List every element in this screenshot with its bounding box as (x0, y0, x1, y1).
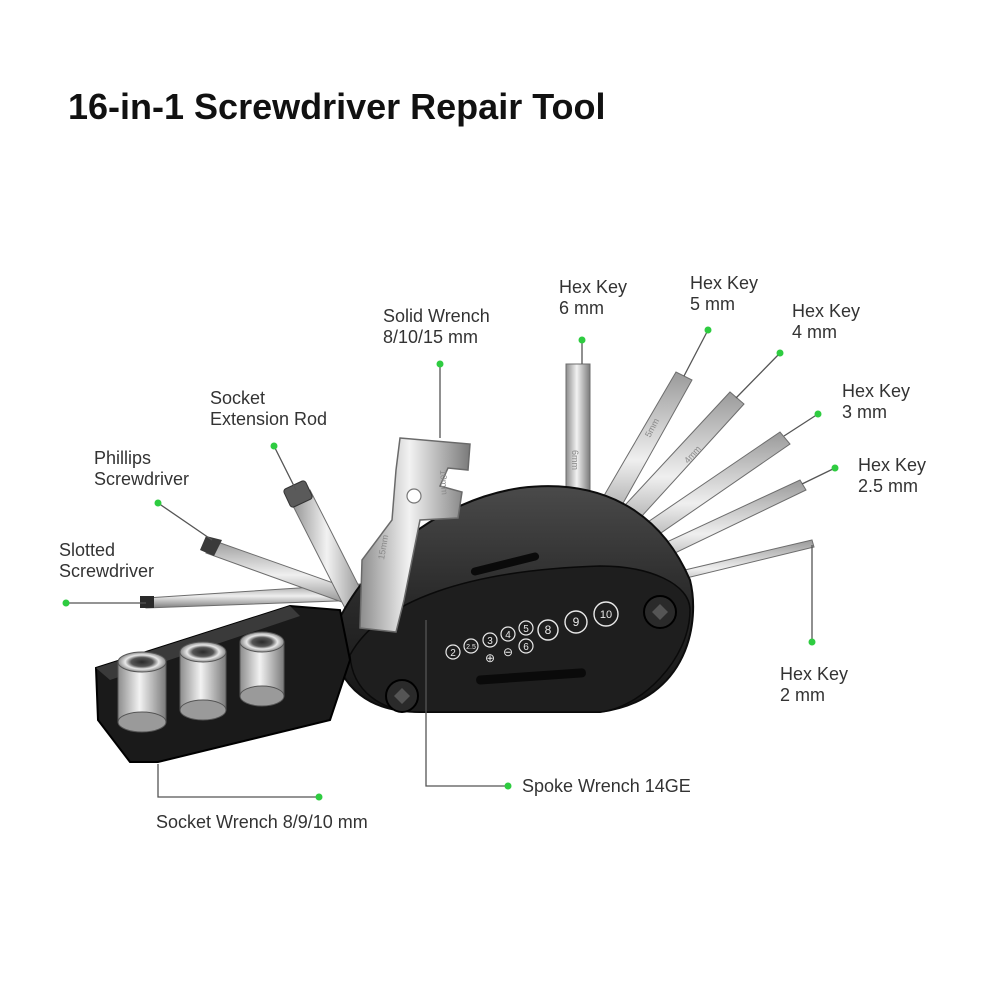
label-line: 3 mm (842, 402, 887, 422)
label-phillips-screwdriver: Phillips Screwdriver (94, 448, 189, 490)
label-line: Slotted (59, 540, 116, 560)
callout-dot-hex6 (578, 336, 586, 344)
label-line: Socket (210, 388, 266, 408)
label-hex-key-6mm: Hex Key 6 mm (559, 277, 627, 319)
engraving-15mm: 15mm (376, 534, 390, 560)
engraving-6mm: 6mm (570, 450, 580, 470)
label-spoke-wrench: Spoke Wrench 14GE (522, 776, 691, 796)
callout-dots (62, 326, 839, 801)
label-line: Hex Key (559, 277, 628, 297)
label-line: Screwdriver (59, 561, 155, 581)
label-line: 4 mm (792, 322, 837, 342)
label-line: Phillips (94, 448, 152, 468)
callout-line-hex3 (783, 413, 819, 437)
callout-dot-hex4 (776, 349, 784, 357)
socket-9mm (179, 641, 227, 721)
label-line: Hex Key (780, 664, 849, 684)
spoke-size: 5 (523, 624, 529, 635)
callout-dot-hex3 (814, 410, 822, 418)
label-hex-key-3mm: Hex Key 3 mm (842, 381, 910, 423)
spoke-size: 2 (450, 648, 456, 659)
page-title: 16-in-1 Screwdriver Repair Tool (68, 86, 606, 127)
label-line: 5 mm (690, 294, 735, 314)
callout-dot-phillips (154, 499, 162, 507)
engraving-10mm: 10mm (438, 469, 450, 495)
label-hex-key-4mm: Hex Key 4 mm (792, 301, 860, 343)
label-hex-key-2-5mm: Hex Key 2.5 mm (858, 455, 926, 497)
socket-8mm (117, 651, 167, 733)
label-line: Solid Wrench (383, 306, 490, 326)
callout-dot-hex25 (831, 464, 839, 472)
callout-line-spoke (425, 620, 508, 787)
solid-wrench: 10mm 15mm (359, 437, 471, 633)
spoke-size: 2.5 (466, 644, 476, 651)
label-line: Hex Key (792, 301, 861, 321)
tool-body: 2 2.5 3 4 5 6 8 9 10 ⊕ ⊖ (328, 485, 695, 713)
spoke-size: 6 (523, 642, 529, 653)
socket-wrench (94, 604, 352, 763)
body-slot (470, 552, 540, 576)
label-line: 8/10/15 mm (383, 327, 479, 347)
callout-dot-socket-wrench (315, 793, 323, 801)
label-line: 2.5 mm (858, 476, 919, 496)
callout-dot-socket-ext (270, 442, 278, 450)
spoke-wrench-sizes: 2 2.5 3 4 5 6 8 9 10 ⊕ ⊖ (445, 601, 619, 665)
spoke-size: 4 (505, 630, 511, 641)
callout-line-socket-ext (273, 445, 297, 491)
label-slotted-screwdriver: Slotted Screwdriver (59, 540, 154, 582)
left-tools (140, 480, 373, 623)
callout-dot-hex2 (808, 638, 816, 646)
slotted-tip (140, 596, 154, 608)
label-line: 2 mm (780, 685, 825, 705)
svg-text:⊕: ⊕ (485, 651, 495, 665)
label-line: Screwdriver (94, 469, 190, 489)
socket-10mm (239, 631, 285, 707)
body-slot (476, 668, 586, 685)
label-line: 6 mm (559, 298, 604, 318)
callout-dot-hex5 (704, 326, 712, 334)
callout-dot-slotted (62, 599, 70, 607)
label-solid-wrench: Solid Wrench 8/10/15 mm (383, 306, 490, 348)
callout-line-socket-wrench (157, 764, 319, 798)
callout-dot-spoke (504, 782, 512, 790)
label-hex-key-5mm: Hex Key 5 mm (690, 273, 758, 315)
spoke-size: 9 (573, 615, 580, 629)
svg-text:⊖: ⊖ (503, 645, 513, 659)
label-line: Hex Key (690, 273, 759, 293)
callout-dot-solid-wrench (436, 360, 444, 368)
label-line: Hex Key (858, 455, 927, 475)
spoke-size: 3 (487, 636, 493, 647)
label-line: Hex Key (842, 381, 911, 401)
callout-lines (66, 329, 836, 798)
spoke-size: 8 (545, 623, 552, 637)
callout-line-phillips (157, 502, 213, 541)
label-socket-extension-rod: Socket Extension Rod (210, 388, 327, 430)
callout-line-hex4 (735, 352, 781, 399)
callout-line-hex5 (683, 329, 709, 377)
callout-line-hex25 (801, 467, 836, 485)
spoke-size: 10 (600, 609, 612, 621)
phillips-tip (200, 536, 222, 556)
label-line: Extension Rod (210, 409, 328, 429)
label-socket-wrench: Socket Wrench 8/9/10 mm (156, 812, 368, 832)
label-hex-key-2mm: Hex Key 2 mm (780, 664, 848, 706)
